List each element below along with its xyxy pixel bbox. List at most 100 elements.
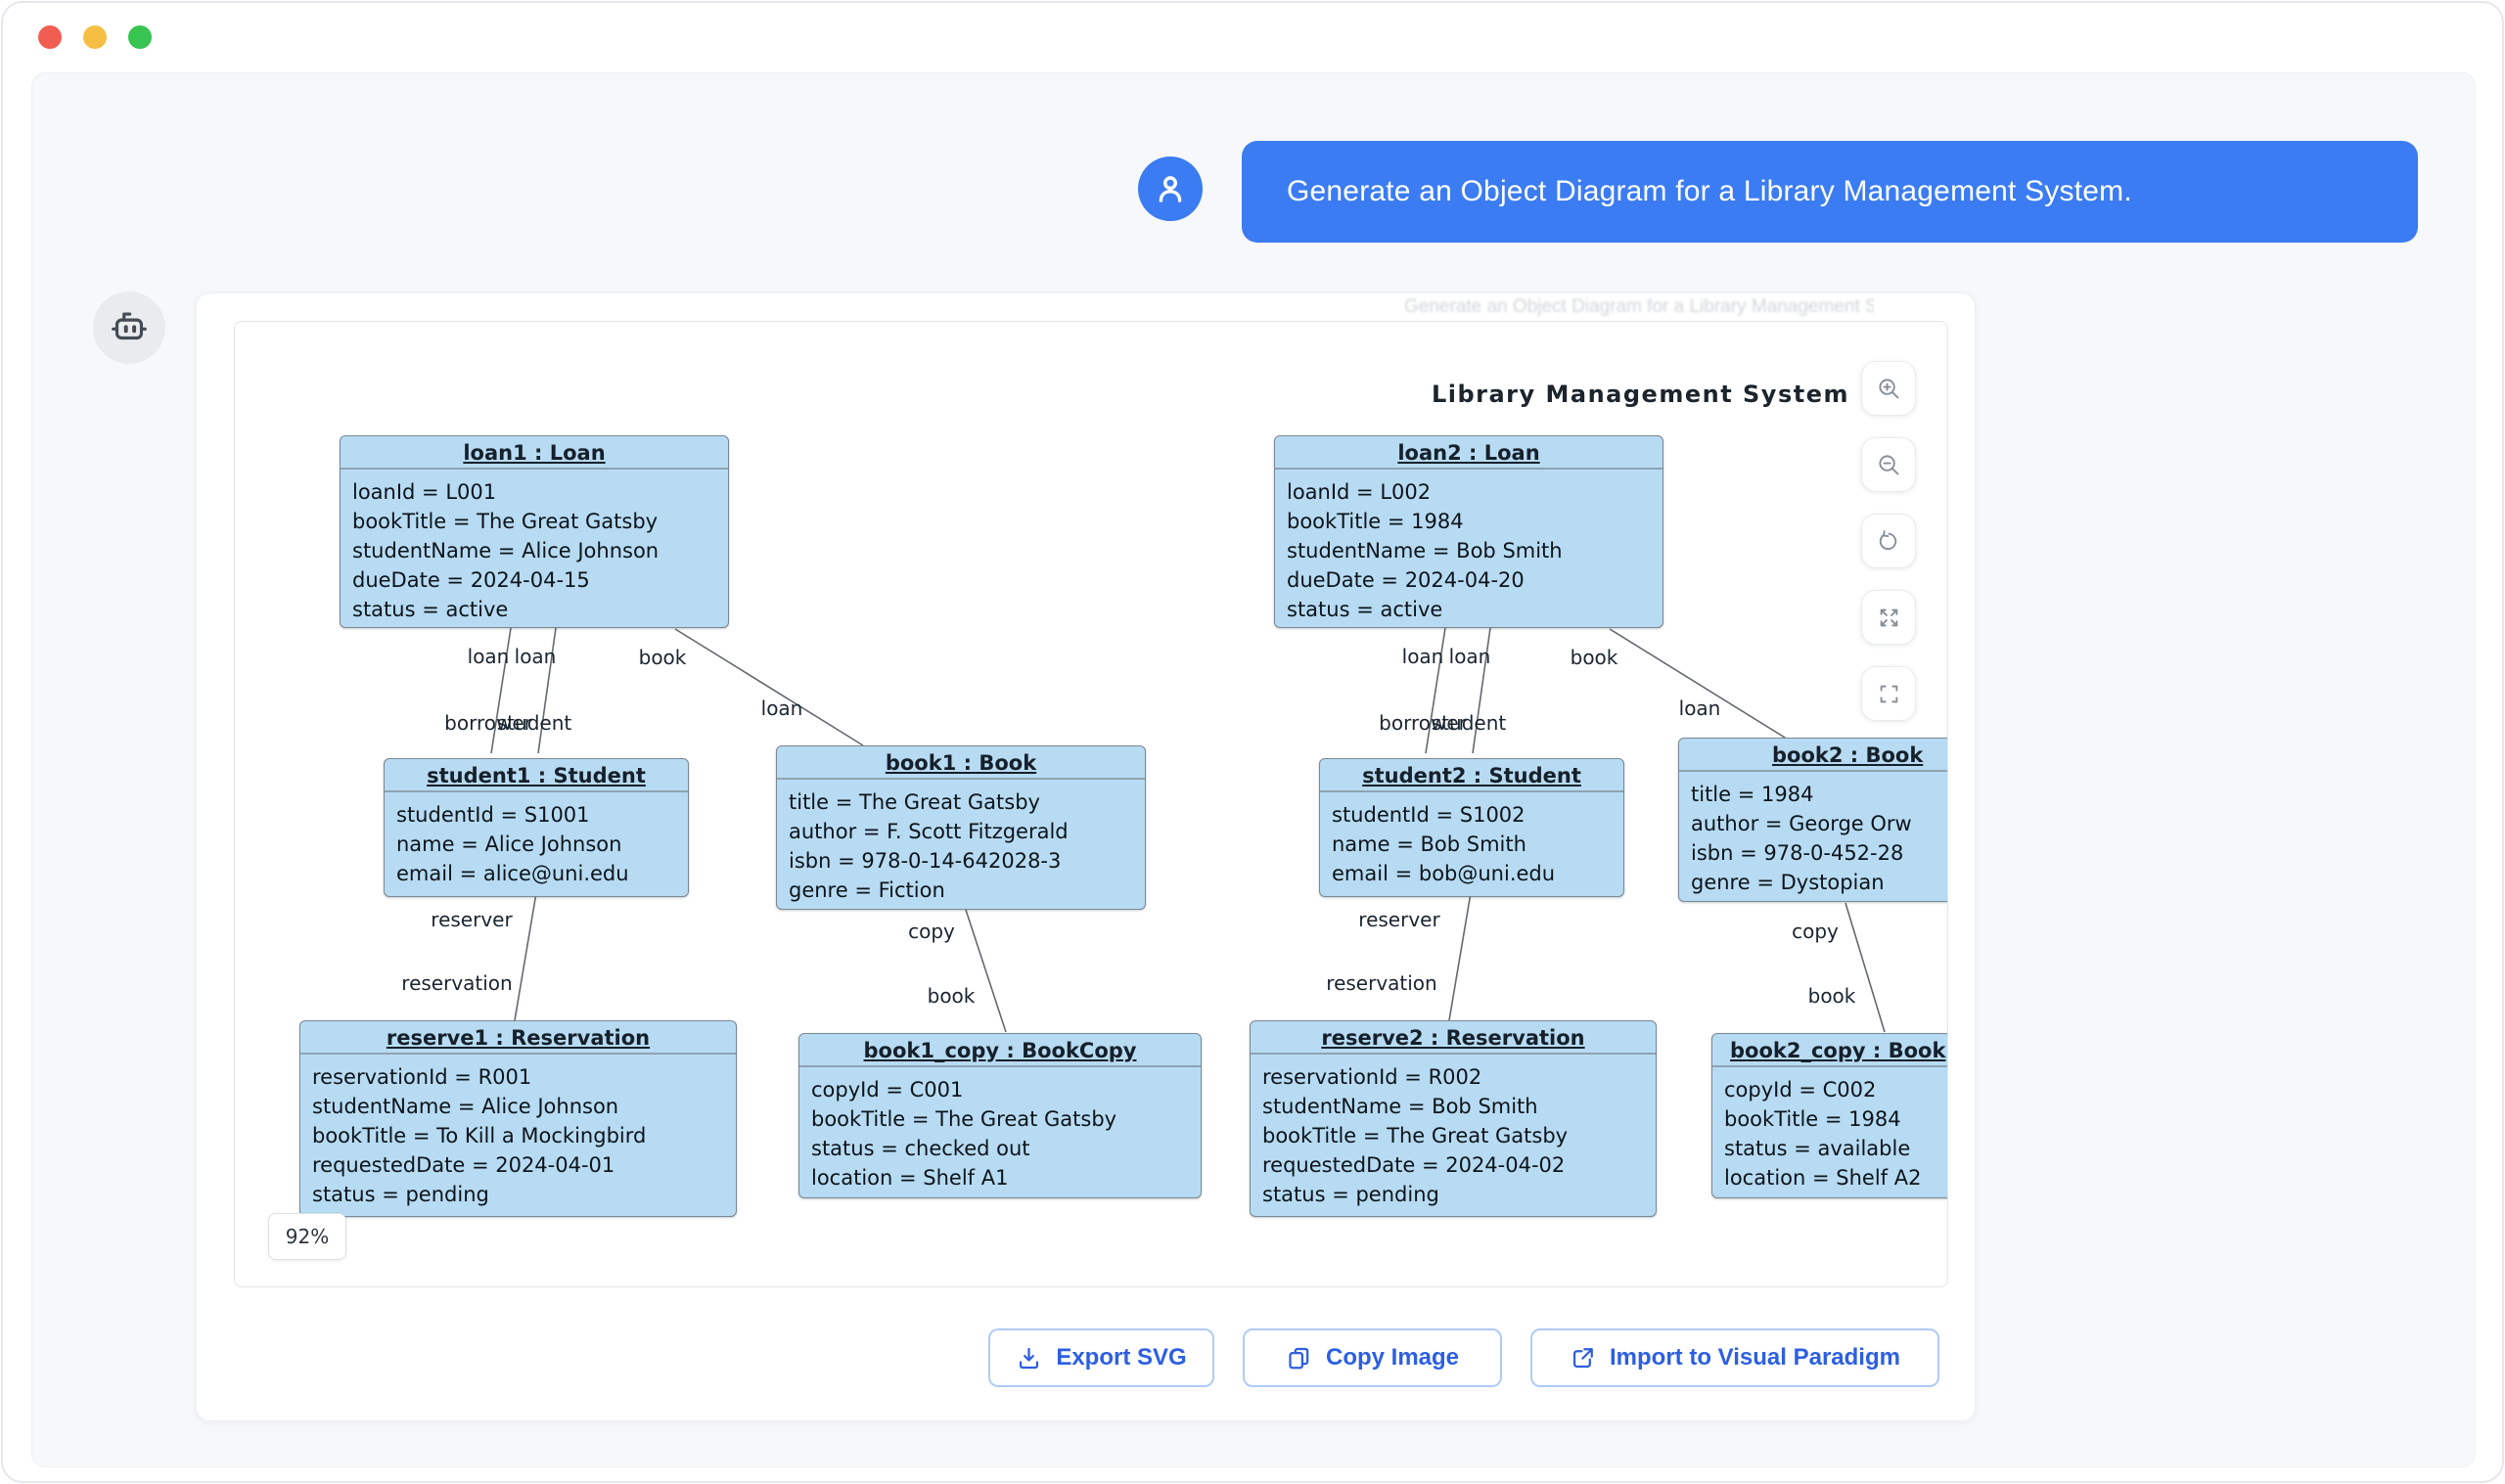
edge-label-l_student: student — [496, 711, 572, 735]
object-title: reserve2 : Reservation — [1251, 1021, 1656, 1055]
object-title: book2_copy : Book — [1712, 1034, 1947, 1067]
clipped-text-artifact: Generate an Object Diagram for a Library… — [1404, 296, 1874, 317]
action-button-row: Export SVG Copy Image Import to Visual P… — [988, 1328, 1939, 1387]
object-box-loan1[interactable]: loan1 : Loan loanId = L001 bookTitle = The… — [340, 435, 729, 628]
robot-icon — [112, 312, 147, 340]
edge-label-l_book2: book — [927, 984, 976, 1008]
object-title: book1 : Book — [777, 746, 1145, 780]
object-attribute: dueDate = 2024-04-15 — [352, 568, 590, 592]
object-attribute: bookTitle = The Great Gatsby — [352, 510, 659, 533]
zoom-out-button[interactable] — [1861, 437, 1916, 492]
edge-label-r_loan_b: loan — [1448, 645, 1491, 668]
object-attribute: genre = Fiction — [789, 878, 945, 902]
download-icon — [1020, 1347, 1039, 1369]
edge-label-r_loan_a: loan — [1401, 645, 1444, 668]
object-title: book1_copy : BookCopy — [799, 1034, 1201, 1067]
zoom-level-badge: 92% — [268, 1213, 346, 1260]
object-attribute: name = Alice Johnson — [396, 832, 622, 856]
diagram-edges — [490, 627, 1886, 1033]
object-attribute: genre = Dystopian — [1691, 871, 1885, 894]
object-box-book1[interactable]: book1 : Book title = The Great Gatsby auth… — [776, 745, 1146, 910]
expand-button[interactable] — [1861, 590, 1916, 645]
object-attribute: loanId = L002 — [1287, 480, 1432, 504]
edge-label-l_book: book — [638, 646, 687, 669]
copy-icon — [1289, 1347, 1309, 1369]
edge-label-l_borrower: borrower — [444, 711, 532, 735]
object-attribute: isbn = 978-0-452-28 — [1691, 841, 1904, 865]
object-attribute: status = active — [1287, 598, 1443, 621]
object-attribute: loanId = L001 — [352, 480, 497, 504]
zoom-in-button[interactable] — [1861, 361, 1916, 416]
object-box-student1[interactable]: student1 : Student studentId = S1001 name … — [384, 758, 689, 897]
object-attribute: status = pending — [312, 1183, 489, 1206]
object-attribute: location = Shelf A1 — [811, 1166, 1009, 1190]
object-attribute: bookTitle = 1984 — [1287, 510, 1464, 533]
object-attribute: copyId = C001 — [811, 1078, 964, 1102]
object-attribute: author = George Orw — [1691, 812, 1912, 835]
edge-label-l_copy: copy — [908, 920, 955, 943]
user-avatar — [1138, 157, 1203, 221]
object-attribute: title = 1984 — [1691, 783, 1814, 806]
object-attribute: title = The Great Gatsby — [789, 790, 1040, 814]
edge-label-l_loan_c: loan — [760, 697, 803, 720]
object-attribute: bookTitle = To Kill a Mockingbird — [312, 1124, 647, 1147]
zoom-out-icon — [1878, 454, 1898, 474]
edge-label-r_book2: book — [1807, 984, 1856, 1008]
object-attribute: reservationId = R002 — [1262, 1065, 1482, 1089]
reset-view-button[interactable] — [1861, 514, 1916, 568]
object-attribute: bookTitle = The Great Gatsby — [811, 1107, 1117, 1131]
object-attribute: status = checked out — [811, 1137, 1030, 1160]
user-message-text: Generate an Object Diagram for a Library… — [1287, 175, 2132, 207]
user-message-bubble: Generate an Object Diagram for a Library… — [1242, 141, 2418, 243]
object-box-book2[interactable]: book2 : Book title = 1984 author = George … — [1678, 738, 1947, 902]
edge-label-r_reserver: reserver — [1358, 908, 1440, 931]
copy-image-button[interactable]: Copy Image — [1243, 1328, 1502, 1387]
edge-label-l_reserver: reserver — [431, 908, 513, 931]
fullscreen-button[interactable] — [1861, 666, 1916, 721]
object-attribute: studentId = S1001 — [396, 803, 590, 827]
object-attribute: author = F. Scott Fitzgerald — [789, 820, 1069, 843]
edge-line — [1845, 902, 1886, 1033]
object-attribute: studentName = Alice Johnson — [352, 539, 660, 562]
traffic-light-zoom[interactable] — [128, 25, 152, 49]
object-attribute: isbn = 978-0-14-642028-3 — [789, 849, 1062, 873]
object-attribute: requestedDate = 2024-04-02 — [1262, 1153, 1566, 1177]
expand-icon — [1880, 608, 1897, 626]
object-attribute: status = active — [352, 598, 509, 621]
edge-line — [490, 627, 512, 754]
edge-label-l_loan_a: loan — [467, 645, 510, 668]
object-attribute: studentId = S1002 — [1332, 803, 1526, 827]
object-attribute: status = available — [1724, 1137, 1911, 1160]
object-attribute: dueDate = 2024-04-20 — [1287, 568, 1525, 592]
object-attribute: studentName = Bob Smith — [1287, 539, 1563, 562]
object-title: loan1 : Loan — [341, 436, 728, 470]
export-svg-button[interactable]: Export SVG — [988, 1328, 1214, 1387]
object-attribute: copyId = C002 — [1724, 1078, 1877, 1102]
edge-label-l_loan_b: loan — [514, 645, 557, 668]
object-box-reserve2[interactable]: reserve2 : Reservation reservationId = R0… — [1250, 1020, 1657, 1217]
edge-line — [1448, 886, 1473, 1021]
object-attribute: email = alice@uni.edu — [396, 862, 629, 885]
edge-line — [514, 886, 538, 1021]
edge-label-r_book: book — [1570, 646, 1618, 669]
object-attribute: location = Shelf A2 — [1724, 1166, 1922, 1190]
edge-label-l_reservation: reservation — [401, 971, 513, 995]
object-title: book2 : Book — [1679, 739, 1947, 772]
import-visual-paradigm-button[interactable]: Import to Visual Paradigm — [1530, 1328, 1939, 1387]
traffic-light-minimize[interactable] — [83, 25, 107, 49]
object-title: student1 : Student — [385, 759, 688, 792]
fullscreen-icon — [1880, 685, 1897, 702]
object-box-book1_copy[interactable]: book1_copy : BookCopy copyId = C001 bookTi… — [798, 1033, 1202, 1198]
reset-icon — [1879, 529, 1896, 550]
edge-label-r_loan_c: loan — [1678, 697, 1721, 720]
edge-line — [537, 627, 557, 754]
object-attribute: studentName = Alice Johnson — [312, 1095, 619, 1118]
object-attribute: email = bob@uni.edu — [1332, 862, 1556, 885]
traffic-light-close[interactable] — [38, 25, 62, 49]
